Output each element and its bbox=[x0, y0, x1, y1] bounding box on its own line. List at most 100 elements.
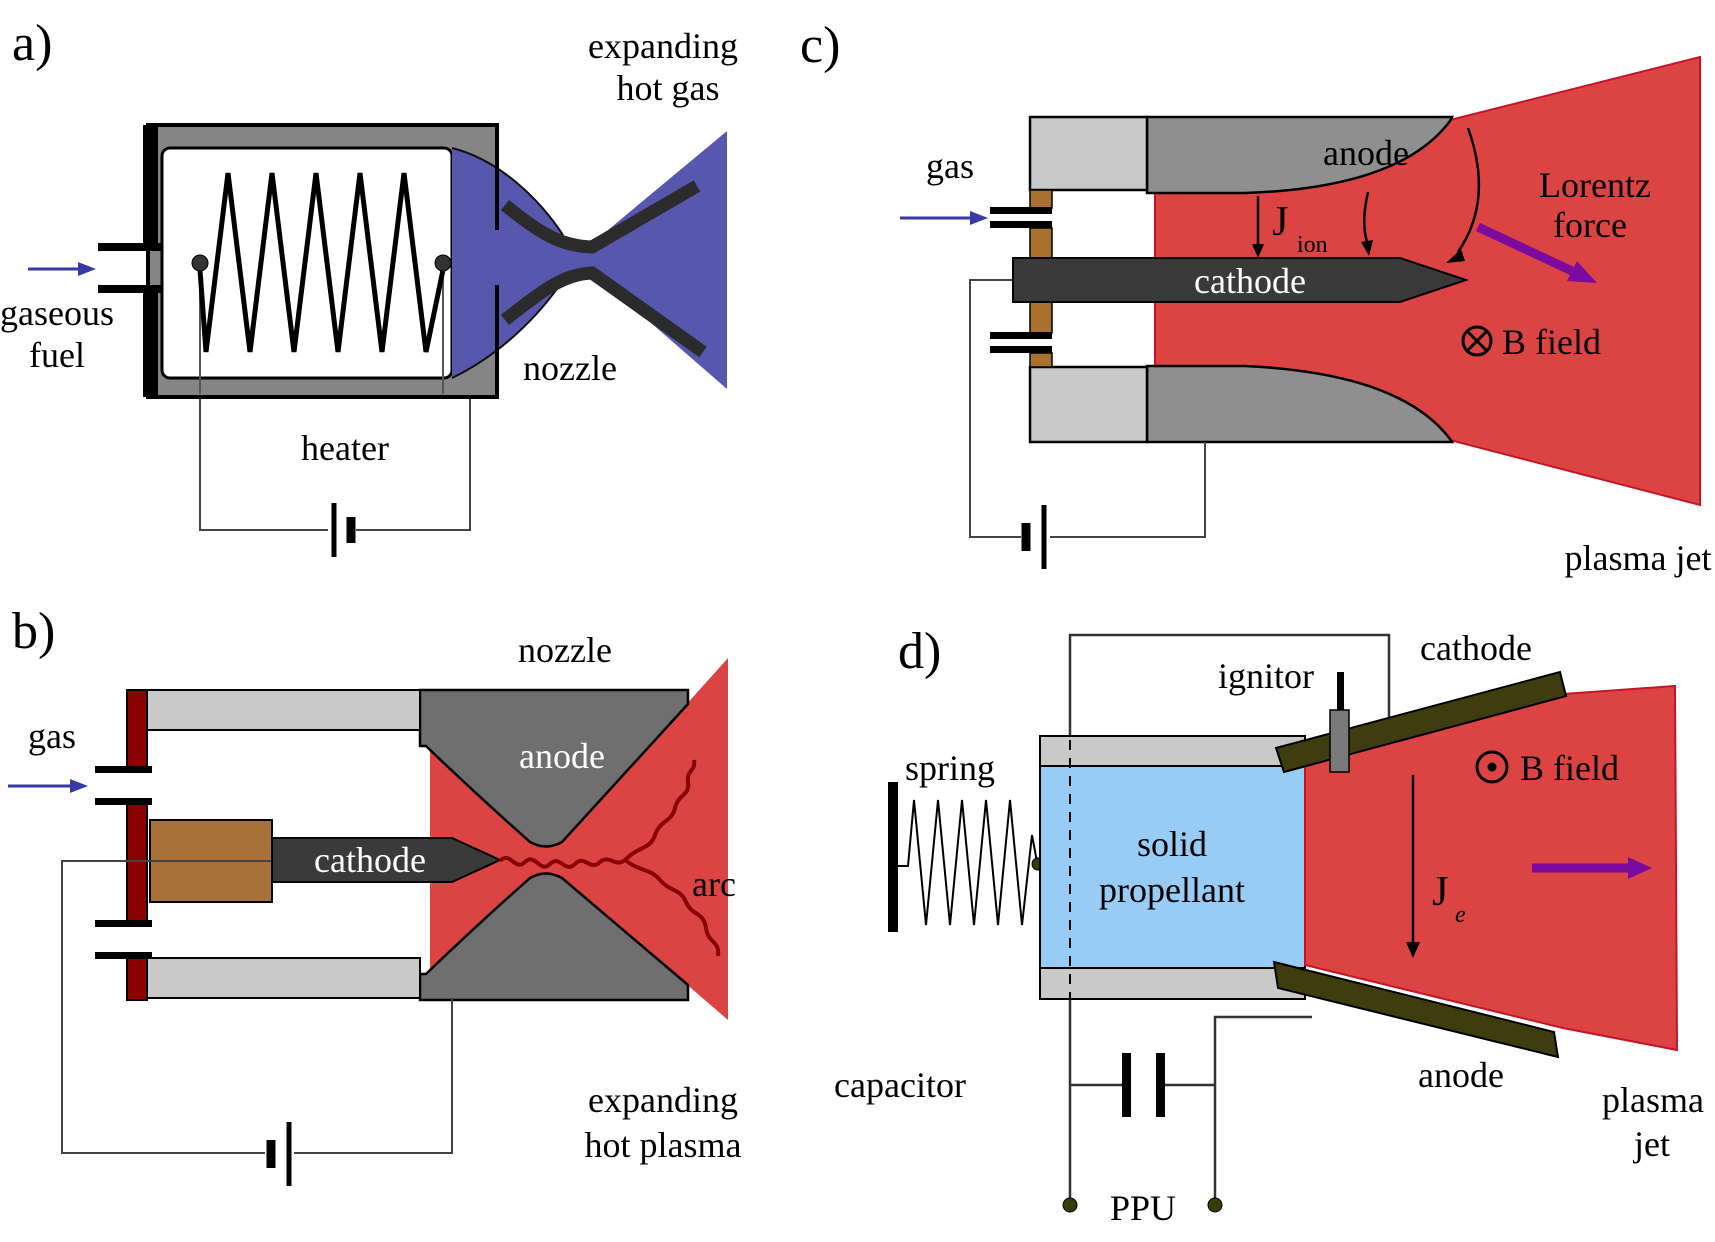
insulator-strip-brown bbox=[1029, 189, 1053, 368]
housing-bar-bottom bbox=[1039, 967, 1306, 1000]
capacitor-icon bbox=[1122, 1053, 1165, 1117]
label-je: J bbox=[1432, 869, 1448, 915]
arc-branch-up bbox=[623, 759, 697, 862]
propellant-block bbox=[1039, 765, 1306, 969]
label-jet-d: jet bbox=[1632, 1124, 1670, 1164]
gas-inlet-tube bbox=[98, 285, 162, 293]
b-field-out-icon bbox=[1475, 750, 1509, 784]
b-field-in-icon bbox=[1461, 325, 1493, 357]
circuit-wire bbox=[969, 279, 1206, 538]
gas-inlet-tube bbox=[98, 243, 162, 251]
chamber-outline bbox=[146, 123, 499, 399]
ppu-terminal bbox=[1062, 1197, 1078, 1213]
arc-squiggle bbox=[498, 759, 721, 957]
gas-flow-arrow-icon bbox=[900, 211, 988, 225]
gas-flow-arrow-icon bbox=[28, 262, 96, 276]
label-gas-b: gas bbox=[28, 716, 76, 756]
capacitor-plate bbox=[1122, 1053, 1131, 1117]
lorentz-arrow-icon bbox=[1476, 222, 1597, 283]
arrow-head bbox=[970, 211, 988, 225]
arrow-head bbox=[1446, 249, 1465, 263]
inlet-gap bbox=[95, 773, 152, 798]
housing-block-bottom bbox=[1028, 365, 1149, 444]
b-cross bbox=[1466, 330, 1488, 352]
label-cathode-b: cathode bbox=[314, 840, 426, 880]
inlet-gap bbox=[990, 214, 1052, 221]
spring-icon bbox=[898, 799, 1038, 926]
b-dot bbox=[1487, 762, 1497, 772]
label-cathode-d: cathode bbox=[1420, 628, 1532, 668]
label-propellant: propellant bbox=[1099, 870, 1245, 910]
b-circle bbox=[1475, 750, 1509, 784]
ignitor-rod bbox=[1329, 709, 1350, 773]
arrow-head bbox=[1567, 261, 1597, 283]
b-circle bbox=[1461, 325, 1493, 357]
label-je-sub: e bbox=[1455, 902, 1466, 928]
label-fuel: fuel bbox=[29, 335, 85, 375]
anode-block-upper bbox=[418, 688, 690, 848]
throat-edge-lower bbox=[451, 279, 564, 379]
label-nozzle-b: nozzle bbox=[518, 630, 612, 670]
insulator-seg bbox=[1029, 189, 1053, 209]
je-arrow-icon bbox=[1406, 775, 1420, 958]
gas-inlet-tube bbox=[990, 346, 1052, 353]
anode-block-upper bbox=[1145, 115, 1455, 195]
circuit-wire bbox=[61, 860, 453, 1154]
label-cathode-c: cathode bbox=[1194, 261, 1306, 301]
label-spring: spring bbox=[905, 748, 995, 788]
label-anode-b: anode bbox=[519, 736, 605, 776]
circuit-wire bbox=[1068, 999, 1312, 1203]
arc-branch-down bbox=[623, 858, 721, 957]
label-plasma-jet-c: plasma jet bbox=[1565, 538, 1712, 578]
label-hot-plasma: hot plasma bbox=[585, 1125, 742, 1165]
panel-c-label: c) bbox=[800, 17, 840, 74]
gas-inlet-tube bbox=[95, 952, 152, 959]
label-plasma-d: plasma bbox=[1602, 1080, 1704, 1120]
circuit-wire bbox=[199, 396, 471, 531]
coil-terminal bbox=[434, 254, 452, 272]
arrow-head bbox=[70, 779, 88, 793]
capacitor-plate bbox=[1156, 1053, 1165, 1117]
panel-d: d) spring ignitor cathode solid propella… bbox=[834, 623, 1704, 1228]
arrow-head bbox=[1406, 942, 1420, 958]
insulator-seg bbox=[1029, 352, 1053, 368]
label-lorentz: Lorentz bbox=[1539, 165, 1651, 205]
battery-icon bbox=[331, 503, 356, 557]
label-nozzle-a: nozzle bbox=[523, 348, 617, 388]
housing-bar-top bbox=[146, 689, 421, 731]
label-heater: heater bbox=[301, 428, 389, 468]
insulator-seg bbox=[1029, 301, 1053, 334]
label-gaseous: gaseous bbox=[0, 293, 114, 333]
coil-terminal bbox=[191, 254, 209, 272]
gas-inlet-tube bbox=[990, 332, 1052, 339]
circuit-wire bbox=[1068, 633, 1391, 736]
label-bfield-d: B field bbox=[1520, 748, 1619, 788]
arrow-head bbox=[1361, 240, 1373, 256]
battery-icon bbox=[266, 1122, 292, 1186]
label-anode-d: anode bbox=[1418, 1055, 1504, 1095]
heater-coil bbox=[197, 172, 446, 353]
nozzle-bell-lower bbox=[500, 266, 707, 358]
gas-inlet-tube bbox=[95, 920, 152, 927]
battery-icon bbox=[1021, 505, 1047, 569]
gas-flow-arrow-icon bbox=[8, 779, 88, 793]
front-wall-upper bbox=[143, 125, 158, 248]
anode-block-lower bbox=[1145, 364, 1455, 444]
gas-inlet-tube bbox=[990, 207, 1052, 214]
label-ppu: PPU bbox=[1110, 1188, 1176, 1228]
label-gas-c: gas bbox=[926, 146, 974, 186]
anode-block-lower bbox=[418, 872, 690, 1002]
nozzle-bell-upper bbox=[500, 180, 701, 254]
housing-bar-bottom bbox=[146, 957, 421, 999]
arrow-head bbox=[1628, 857, 1652, 879]
housing-bar-top bbox=[1039, 735, 1306, 767]
arrow-head bbox=[78, 262, 96, 276]
cathode-bar bbox=[1012, 257, 1470, 303]
exhaust-arrow-icon bbox=[1532, 857, 1652, 879]
gas-inlet-tube bbox=[95, 798, 152, 805]
front-wall-lower bbox=[143, 288, 158, 397]
inlet-gap bbox=[990, 339, 1052, 346]
panel-c: c) gas anode cathode J ion Lorentz force… bbox=[800, 17, 1711, 578]
ignitor-lead bbox=[1337, 672, 1344, 712]
